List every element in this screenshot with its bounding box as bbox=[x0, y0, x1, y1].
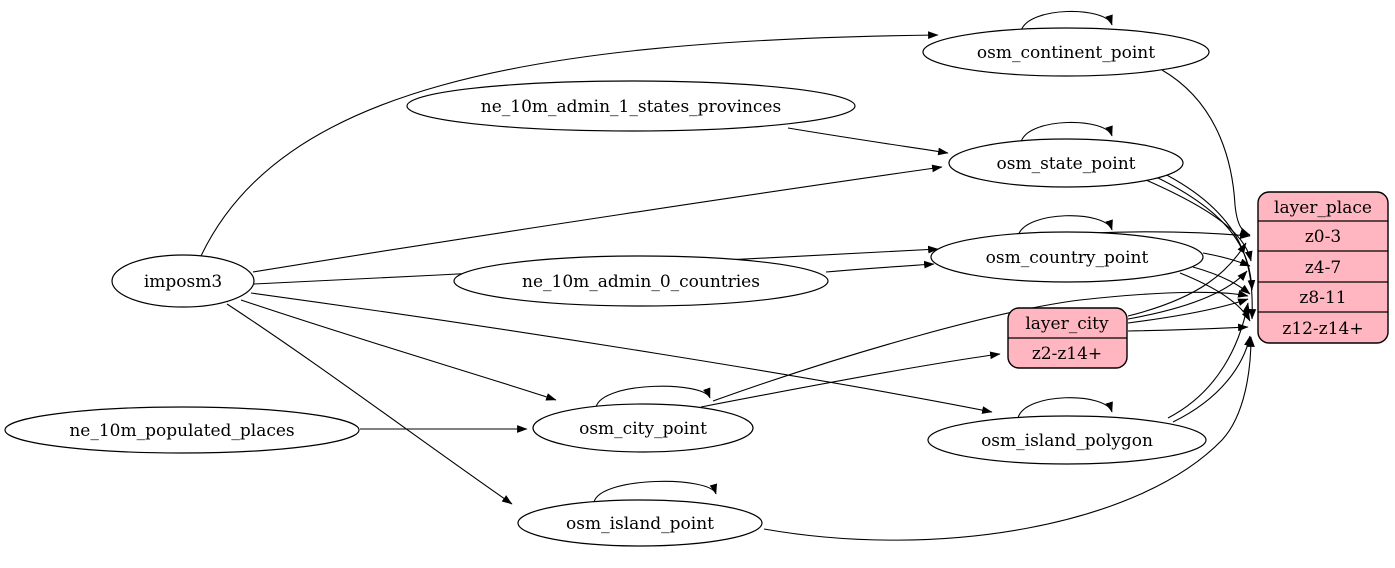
edge-osm_city_point-layer_place_z8_11 bbox=[712, 290, 1249, 402]
node-ne_10m_admin_1_states_provinces: ne_10m_admin_1_states_provinces bbox=[406, 80, 856, 132]
ne_populated-ellipse bbox=[4, 406, 360, 454]
record-layer_city: layer_city z2-z14+ bbox=[1007, 307, 1128, 369]
ne_admin0-label: ne_10m_admin_0_countries bbox=[522, 272, 760, 292]
node-osm_island_polygon: osm_island_polygon bbox=[927, 415, 1207, 465]
state-ellipse bbox=[948, 138, 1184, 188]
edge-osm_country_point-layer_place_z4_7 bbox=[1202, 252, 1251, 267]
city-ellipse bbox=[532, 403, 754, 453]
nodes: imposm3 ne_10m_admin_1_states_provinces … bbox=[4, 27, 1210, 547]
edge-imposm3-osm_city_point bbox=[240, 299, 557, 401]
layer_place-row-z4-7: z4-7 bbox=[1305, 258, 1341, 278]
edge-osm_island_point-layer_place_z12_z14 bbox=[763, 336, 1255, 541]
layer_place-row-z8-11: z8-11 bbox=[1299, 288, 1346, 308]
edge-ne_10m_admin_1_states_provinces-osm_state_point bbox=[787, 127, 949, 156]
country-ellipse bbox=[930, 231, 1204, 283]
self-loop-osm_state_point bbox=[1020, 121, 1113, 143]
layer_city-title: layer_city bbox=[1025, 314, 1109, 334]
self-loop-osm_island_polygon bbox=[1017, 397, 1113, 419]
continent-ellipse bbox=[922, 27, 1210, 77]
country-label: osm_country_point bbox=[986, 248, 1149, 268]
ne_admin1-label: ne_10m_admin_1_states_provinces bbox=[481, 97, 781, 117]
edge-osm_island_polygon-layer_place_z8_11 bbox=[1167, 302, 1250, 419]
island_point-label: osm_island_point bbox=[566, 514, 714, 534]
edge-imposm3-osm_island_point bbox=[226, 303, 513, 505]
edge-osm_country_point-layer_place_z12_z14 bbox=[1179, 272, 1251, 322]
edge-ne_10m_admin_0_countries-osm_country_point bbox=[825, 260, 935, 273]
layer_place-row-z0-3: z0-3 bbox=[1305, 227, 1341, 247]
island_polygon-ellipse bbox=[927, 415, 1207, 465]
edge-osm_state_point-layer_place_z4_7 bbox=[1145, 179, 1253, 262]
imposm3-label: imposm3 bbox=[144, 272, 222, 292]
ne_populated-label: ne_10m_populated_places bbox=[69, 421, 294, 441]
ne_admin1-ellipse bbox=[406, 80, 856, 132]
self-loop-osm_continent_point bbox=[1020, 10, 1113, 32]
continent-label: osm_continent_point bbox=[977, 43, 1155, 63]
edge-osm_continent_point-layer_place_z0_3 bbox=[1161, 69, 1251, 236]
edge-imposm3-osm_continent_point bbox=[200, 31, 939, 257]
layer_city-row-z2-z14: z2-z14+ bbox=[1032, 344, 1102, 364]
layer_place-title: layer_place bbox=[1274, 198, 1372, 218]
edge-osm_city_point-layer_city_z2_z14 bbox=[700, 351, 1001, 408]
self-loop-osm_country_point bbox=[1017, 215, 1113, 237]
node-osm_city_point: osm_city_point bbox=[532, 403, 754, 453]
self-loop-osm_city_point bbox=[595, 385, 711, 408]
imposm3-ellipse bbox=[111, 254, 255, 308]
ne_admin0-ellipse bbox=[453, 255, 829, 307]
node-ne_10m_admin_0_countries: ne_10m_admin_0_countries bbox=[453, 255, 829, 307]
island_point-ellipse bbox=[517, 499, 763, 547]
layer_place-row-z12-z14: z12-z14+ bbox=[1282, 319, 1363, 339]
edge-osm_state_point-layer_place_z12_z14 bbox=[1160, 171, 1257, 320]
node-osm_state_point: osm_state_point bbox=[948, 138, 1184, 188]
city-label: osm_city_point bbox=[579, 419, 707, 439]
edge-layer_city-layer_place_z0_3 bbox=[1127, 242, 1247, 317]
state-label: osm_state_point bbox=[997, 154, 1136, 174]
self-loop-osm_island_point bbox=[593, 480, 717, 503]
node-osm_country_point: osm_country_point bbox=[930, 231, 1204, 283]
layer_place-box bbox=[1257, 191, 1389, 344]
edges bbox=[200, 10, 1257, 541]
edge-layer_city-layer_place_z12_z14 bbox=[1127, 323, 1249, 332]
edge-imposm3-osm_state_point bbox=[252, 164, 943, 273]
edge-osm_island_polygon-layer_place_z12_z14 bbox=[1172, 335, 1252, 423]
node-ne_10m_populated_places: ne_10m_populated_places bbox=[4, 406, 360, 454]
edge-layer_city-layer_place_z4_7 bbox=[1127, 270, 1248, 320]
island_polygon-label: osm_island_polygon bbox=[981, 431, 1153, 451]
edge-imposm3-osm_island_polygon bbox=[250, 292, 993, 414]
node-imposm3: imposm3 bbox=[111, 254, 255, 308]
node-osm_continent_point: osm_continent_point bbox=[922, 27, 1210, 77]
node-osm_island_point: osm_island_point bbox=[517, 499, 763, 547]
edge-layer_city-layer_place_z8_11 bbox=[1127, 298, 1249, 324]
record-layer_place: layer_place z0-3 z4-7 z8-11 z12-z14+ bbox=[1257, 191, 1389, 344]
